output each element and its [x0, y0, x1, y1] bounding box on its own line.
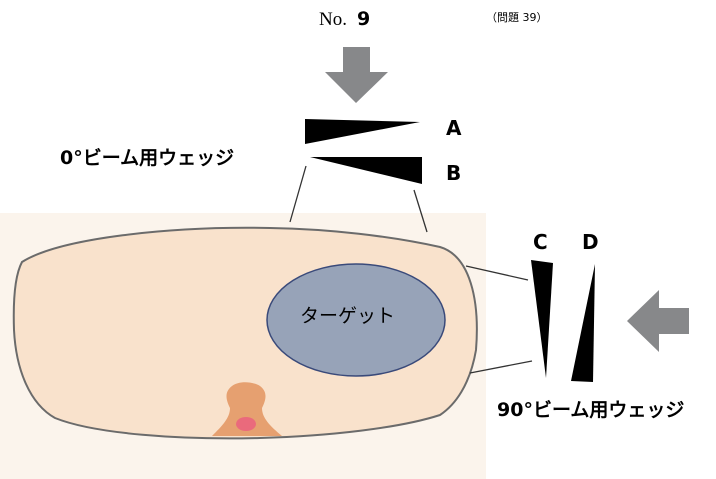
wedge-b [310, 157, 422, 184]
question-number: No. 9 [319, 8, 371, 30]
field-line-90-bottom [469, 360, 533, 374]
wedge-c-label: C [533, 230, 548, 254]
field-line-90-top [465, 265, 529, 281]
caption-90-degree-wedges: 90°ビーム用ウェッジ [497, 399, 685, 421]
caption-0-degree-wedges: 0°ビーム用ウェッジ [60, 147, 235, 169]
wedge-a [305, 119, 420, 144]
field-line-0-left [289, 165, 307, 223]
wedge-d-label: D [582, 230, 599, 254]
spinal-cord [236, 417, 256, 431]
question-reference: （問題 39） [486, 11, 548, 24]
wedge-c [531, 260, 553, 378]
question-number-value: 9 [356, 8, 371, 30]
target-label: ターゲット [300, 305, 396, 327]
wedge-d [571, 264, 595, 382]
target [266, 263, 446, 377]
arrow-down-icon [325, 47, 388, 103]
arrow-left-icon [627, 290, 689, 352]
wedge-b-label: B [446, 161, 462, 185]
field-line-0-right [413, 189, 428, 233]
question-label: No. [319, 9, 347, 30]
wedge-a-label: A [446, 116, 462, 140]
spine [212, 382, 282, 436]
